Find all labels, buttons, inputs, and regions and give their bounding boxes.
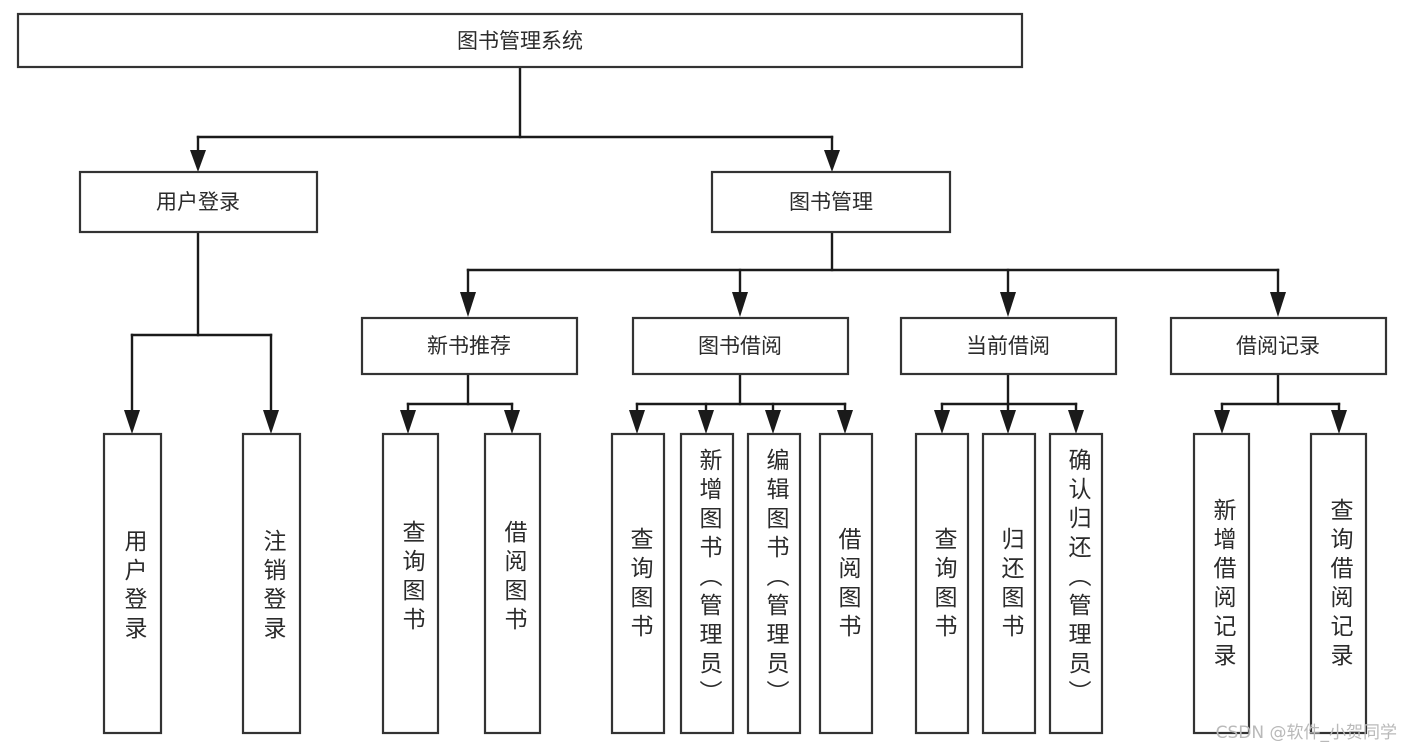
node-leaf-query-record[interactable]: 查询借阅记录 (1309, 432, 1368, 735)
node-leaf-edit-book-label: 编辑图书（管理员） (762, 448, 790, 709)
node-leaf-borrow-book-2-box[interactable] (818, 432, 874, 735)
arrowhead-leaf-query-book-1 (400, 410, 416, 434)
node-book-management-box[interactable] (710, 170, 952, 234)
node-leaf-confirm-return-box[interactable] (1048, 432, 1104, 735)
arrowhead-leaf-add-record (1214, 410, 1230, 434)
node-leaf-add-book-label: 新增图书（管理员） (695, 448, 723, 709)
node-new-book-recommend-box[interactable] (360, 316, 579, 376)
arrowhead-leaf-query-record (1331, 410, 1347, 434)
arrowhead-user-login (190, 150, 206, 172)
node-current-borrow-label: 当前借阅 (966, 334, 1050, 358)
node-leaf-query-book-2-box[interactable] (610, 432, 666, 735)
node-leaf-borrow-book-2[interactable]: 借阅图书 (818, 432, 874, 735)
arrowhead-leaf-confirm-return (1068, 410, 1084, 434)
arrowhead-leaf-user-login (124, 410, 140, 434)
connectors (124, 65, 1347, 434)
node-book-management-label: 图书管理 (789, 190, 873, 214)
node-leaf-add-book-box[interactable] (679, 432, 735, 735)
node-root-box[interactable] (16, 12, 1024, 69)
node-leaf-query-book-1-label: 查询图书 (398, 520, 426, 636)
node-leaf-add-record-label: 新增借阅记录 (1209, 498, 1237, 672)
arrowhead-leaf-return-book (1000, 410, 1016, 434)
node-user-login[interactable]: 用户登录 (78, 170, 319, 234)
node-leaf-borrow-book-1-label: 借阅图书 (500, 520, 528, 636)
node-new-book-recommend-label: 新书推荐 (427, 334, 511, 358)
node-root-label: 图书管理系统 (457, 29, 583, 53)
node-leaf-edit-book-box[interactable] (746, 432, 802, 735)
node-borrow-record-label: 借阅记录 (1236, 334, 1320, 358)
arrowhead-book-borrow (732, 292, 748, 317)
node-user-login-box[interactable] (78, 170, 319, 234)
leaf-nodes: 用户登录 注销登录 查询图书 借阅图书 查询图书 新增图书（管理员） (102, 432, 1368, 735)
node-leaf-confirm-return-label: 确认归还（管理员） (1064, 448, 1092, 709)
node-root[interactable]: 图书管理系统 (16, 12, 1024, 69)
arrowhead-leaf-borrow-book-1 (504, 410, 520, 434)
arrowhead-leaf-logout (263, 410, 279, 434)
node-leaf-edit-book[interactable]: 编辑图书（管理员） (746, 432, 802, 735)
node-leaf-logout[interactable]: 注销登录 (241, 432, 302, 735)
node-user-login-label: 用户登录 (156, 190, 240, 214)
node-borrow-record-box[interactable] (1169, 316, 1388, 376)
node-leaf-query-book-1[interactable]: 查询图书 (381, 432, 440, 735)
arrowhead-leaf-query-book-2 (629, 410, 645, 434)
node-leaf-return-book[interactable]: 归还图书 (981, 432, 1037, 735)
arrowhead-leaf-query-book-3 (934, 410, 950, 434)
node-leaf-add-record[interactable]: 新增借阅记录 (1192, 432, 1251, 735)
watermark-text: CSDN @软件_小贺同学 (1215, 723, 1397, 743)
node-leaf-query-book-1-box[interactable] (381, 432, 440, 735)
arrowhead-leaf-borrow-book-2 (837, 410, 853, 434)
arrowhead-new-book-recommend (460, 292, 476, 317)
node-leaf-confirm-return[interactable]: 确认归还（管理员） (1048, 432, 1104, 735)
node-leaf-query-record-box[interactable] (1309, 432, 1368, 735)
node-leaf-add-record-box[interactable] (1192, 432, 1251, 735)
node-leaf-borrow-book-1-box[interactable] (483, 432, 542, 735)
node-leaf-query-record-label: 查询借阅记录 (1326, 498, 1354, 672)
node-current-borrow[interactable]: 当前借阅 (899, 316, 1118, 376)
arrowhead-leaf-edit-book (765, 410, 781, 434)
node-leaf-query-book-2-label: 查询图书 (626, 527, 654, 643)
node-leaf-return-book-label: 归还图书 (997, 527, 1025, 643)
arrowhead-current-borrow (1000, 292, 1016, 317)
node-leaf-logout-box[interactable] (241, 432, 302, 735)
node-leaf-borrow-book-2-label: 借阅图书 (834, 527, 862, 643)
node-leaf-logout-label: 注销登录 (259, 529, 287, 645)
node-leaf-add-book[interactable]: 新增图书（管理员） (679, 432, 735, 735)
node-book-management[interactable]: 图书管理 (710, 170, 952, 234)
node-leaf-query-book-3-box[interactable] (914, 432, 970, 735)
node-leaf-user-login[interactable]: 用户登录 (102, 432, 163, 735)
node-new-book-recommend[interactable]: 新书推荐 (360, 316, 579, 376)
node-leaf-query-book-3[interactable]: 查询图书 (914, 432, 970, 735)
arrowhead-leaf-add-book (698, 410, 714, 434)
node-book-borrow[interactable]: 图书借阅 (631, 316, 850, 376)
node-leaf-query-book-3-label: 查询图书 (930, 527, 958, 643)
node-leaf-user-login-label: 用户登录 (120, 529, 148, 645)
node-leaf-user-login-box[interactable] (102, 432, 163, 735)
node-book-borrow-box[interactable] (631, 316, 850, 376)
arrowhead-borrow-record (1270, 292, 1286, 317)
arrowhead-book-management (824, 150, 840, 172)
node-borrow-record[interactable]: 借阅记录 (1169, 316, 1388, 376)
node-leaf-return-book-box[interactable] (981, 432, 1037, 735)
node-book-borrow-label: 图书借阅 (698, 334, 782, 358)
node-leaf-query-book-2[interactable]: 查询图书 (610, 432, 666, 735)
node-leaf-borrow-book-1[interactable]: 借阅图书 (483, 432, 542, 735)
node-current-borrow-box[interactable] (899, 316, 1118, 376)
